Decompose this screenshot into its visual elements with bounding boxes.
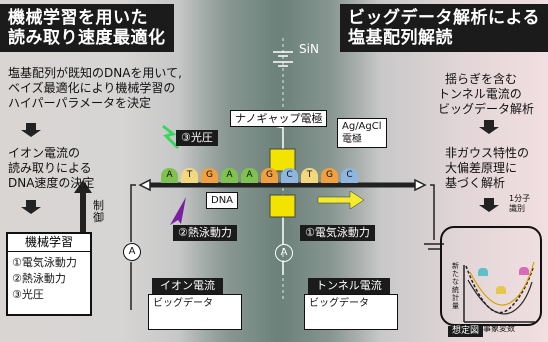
single-molecule-2: 識別 [509,204,525,213]
ml-item-3: ③光圧 [12,288,44,301]
single-molecule-1: 1分子 [509,194,531,203]
tunnel-current-panel: ビッグデータ [304,294,398,330]
molecule-pink-icon [519,267,529,275]
x-axis-label: 事象変数 [483,324,515,333]
right-line-5: 大偏差原理に [445,161,518,175]
dna-base-3: A [221,168,238,183]
light-pressure-label: ③光圧 [176,130,218,146]
expected-figure-frame [440,226,542,326]
dna-base-1: T [181,168,198,183]
dna-base-2: G [201,168,218,183]
agagcl-electrode-label: Ag/AgCl 電極 [337,118,387,148]
ml-item-1: ①電気泳動力 [12,256,77,269]
control-label: 制御 [93,199,104,224]
dna-base-6: C [281,168,298,183]
dna-base-0: A [161,168,178,183]
left-intro-1: 塩基配列が既知のDNAを用いて, [8,66,182,80]
right-line-6: 基づく解析 [445,176,506,190]
left-decision-3: DNA速度の決定 [8,176,95,190]
right-line-3: ビッグデータ解析 [438,102,535,116]
right-line-2: トンネル電流の [438,87,522,101]
machine-learning-box: 機械学習 ①電気泳動力 ②熱泳動力 ③光圧 [6,232,92,316]
figure-caption: 想定図 [448,326,484,337]
right-title: ビッグデータ解析による 塩基配列解読 [340,4,548,52]
electrophoresis-label: ①電気泳動力 [300,225,375,241]
left-decision-1: イオン電流の [8,146,81,160]
dna-base-8: G [321,168,338,183]
nanogap-electrode-label: ナノギャップ電極 [230,110,328,127]
left-decision-2: 読み取りによる [8,161,92,175]
molecule-cyan-icon [478,268,488,276]
tunnel-ammeter-icon: A [275,244,293,262]
dna-base-9: C [341,168,358,183]
tunnel-current-sub: ビッグデータ [309,298,369,309]
tunnel-current-title: トンネル電流 [308,278,390,294]
agcl-line-2: 電極 [342,134,362,145]
dna-base-5: G [261,168,278,183]
agcl-line-1: Ag/AgCl [342,121,382,132]
ion-current-sub: ビッグデータ [153,298,213,309]
left-intro-2: ベイズ最適化により機械学習の [8,81,176,95]
dna-base-7: T [301,168,318,183]
left-title: 機械学習を用いた 読み取り速度最適化 [0,4,174,52]
ml-title: 機械学習 [8,234,90,252]
dna-label: DNA [206,192,239,209]
right-line-1: 揺らぎを含む [445,72,518,86]
ml-item-2: ②熱泳動力 [12,272,66,285]
left-intro-3: ハイパーパラメータを決定 [8,96,152,110]
distribution-plot [463,261,535,323]
y-axis-label: 新たな統計量 [452,262,459,310]
sin-label: SiN [299,42,319,56]
thermophoresis-label: ②熱泳動力 [173,225,237,241]
molecule-yellow-icon [496,286,506,294]
right-line-4: 非ガウス特性の [445,146,530,160]
dna-base-4: A [241,168,258,183]
ion-ammeter-icon: A [123,243,141,261]
ion-current-title: イオン電流 [152,278,223,294]
ion-current-panel: ビッグデータ [148,294,242,330]
